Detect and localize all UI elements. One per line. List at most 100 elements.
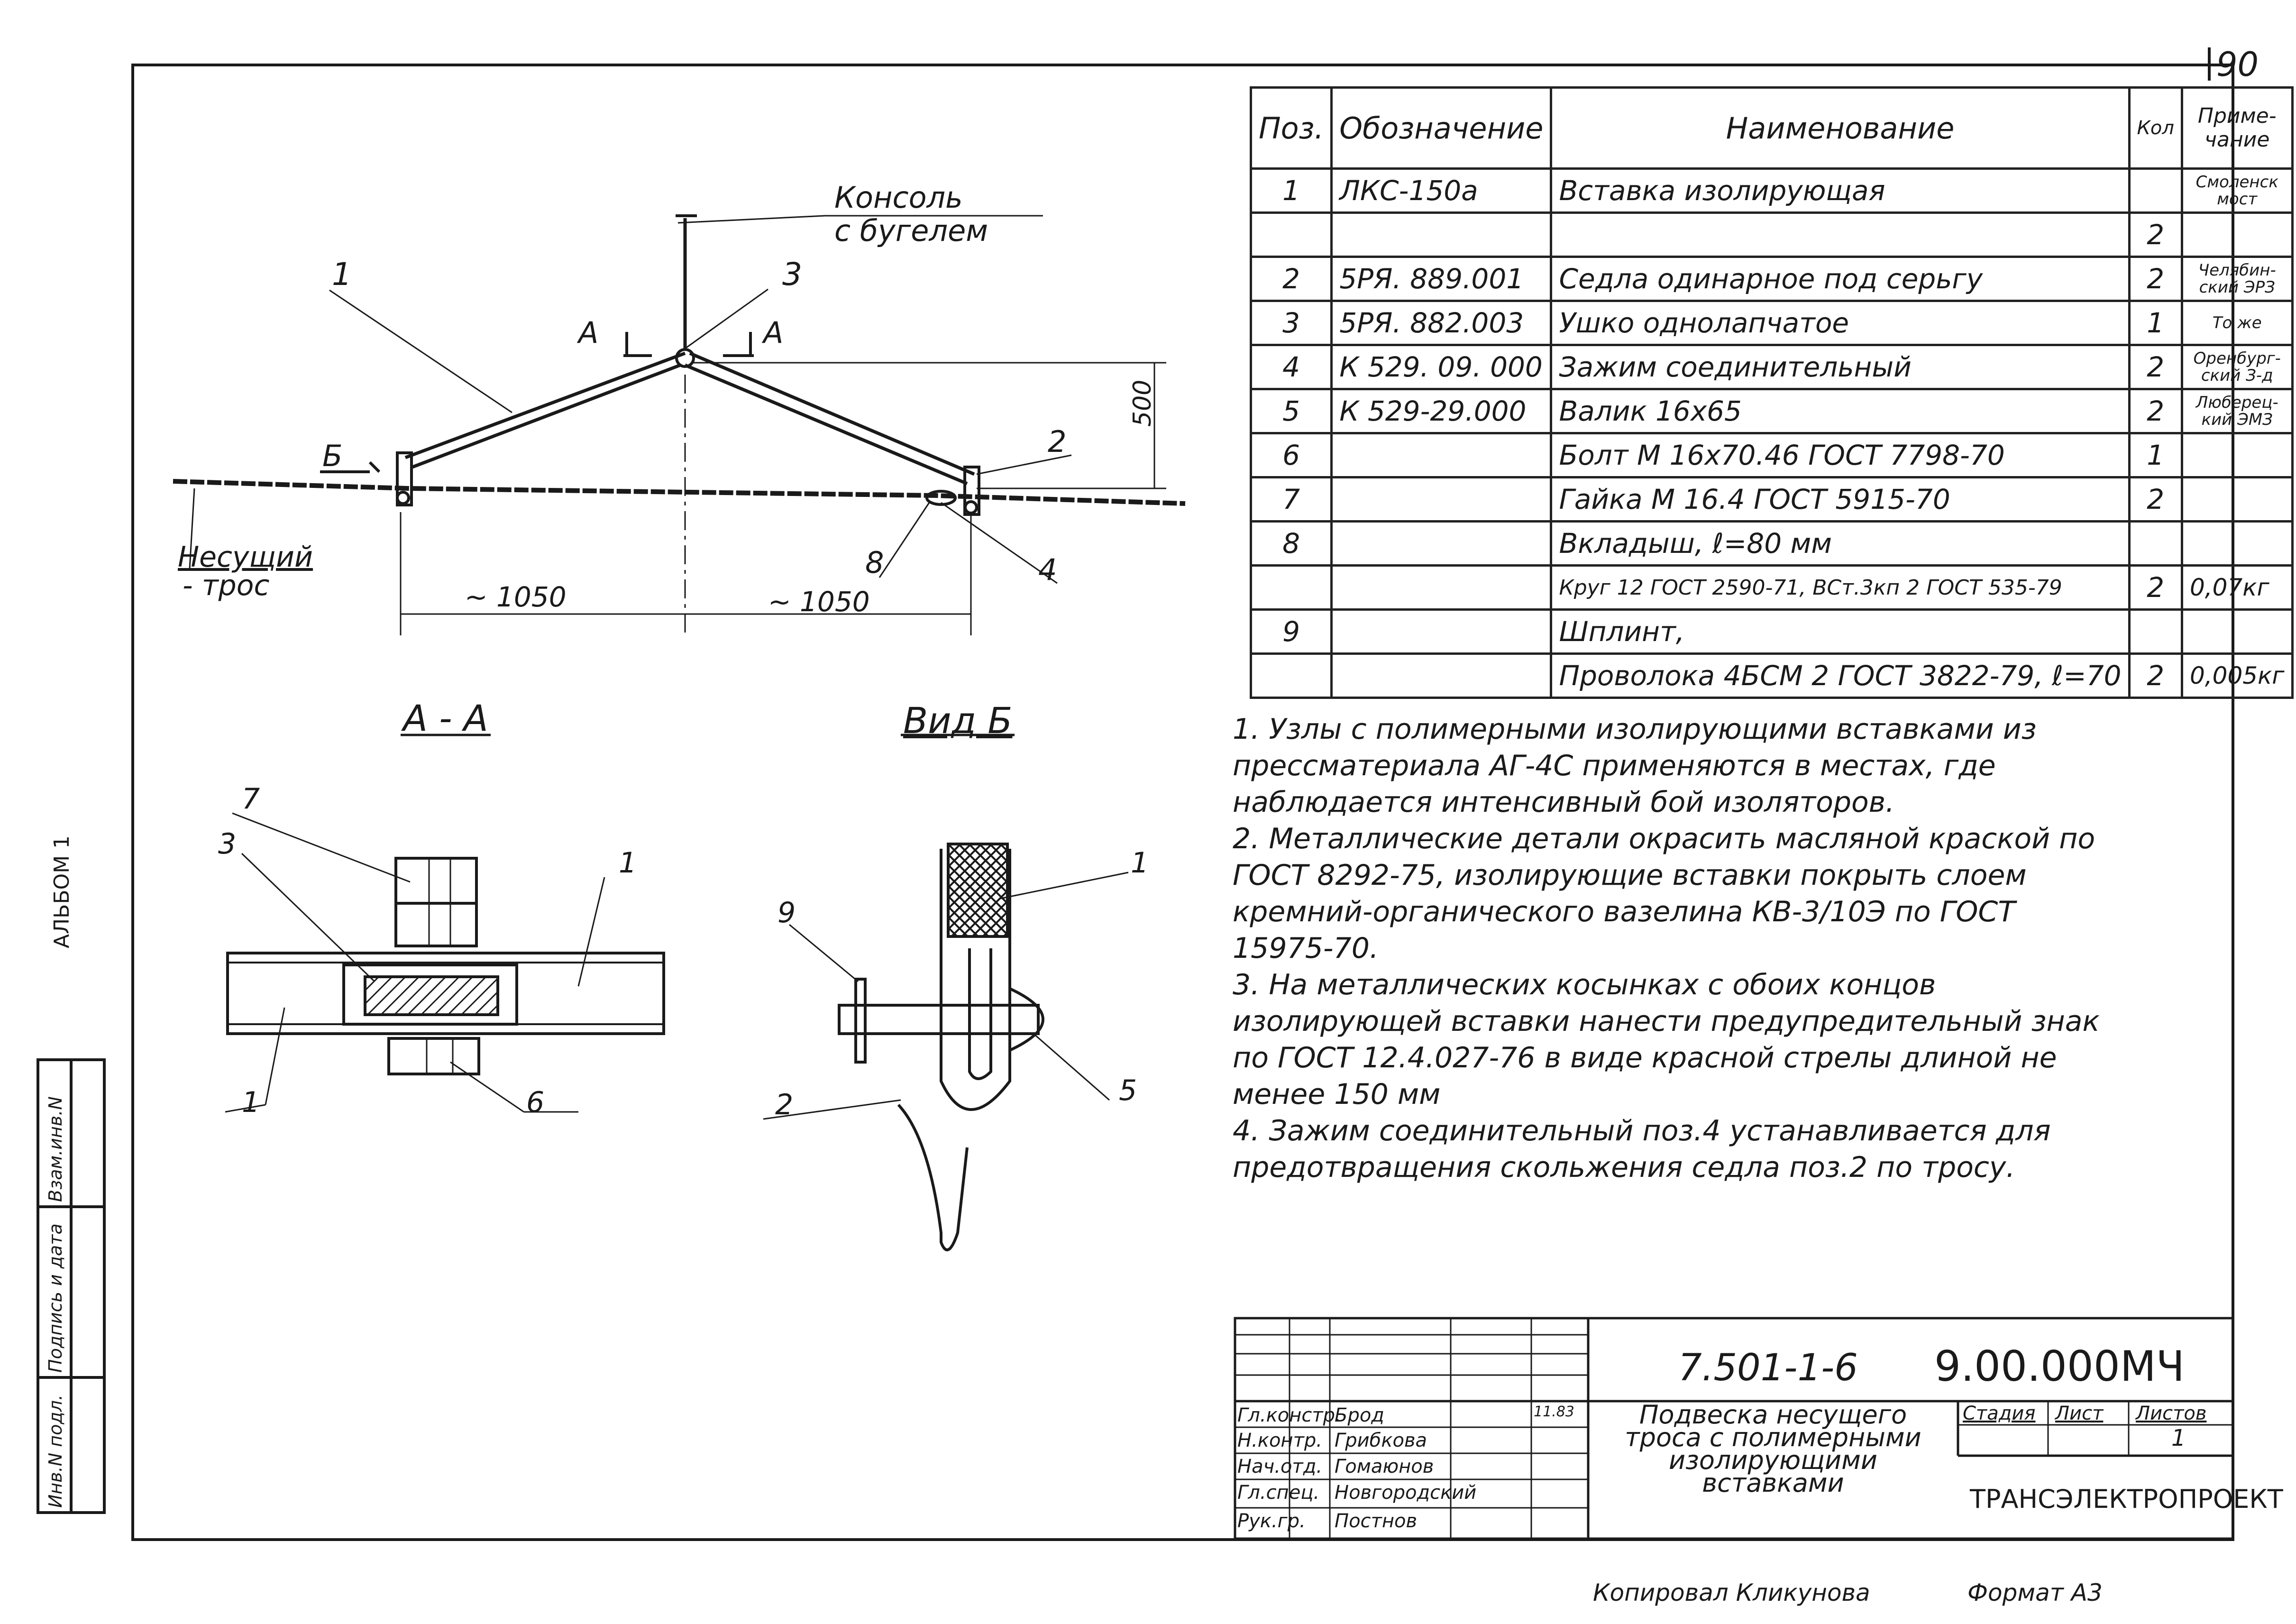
spec-cell-qty: 2 (2128, 211, 2183, 258)
sign-date: 11.83 (1534, 1404, 1574, 1420)
spec-row: 2 (1249, 211, 2294, 258)
sheets-value: 1 (2171, 1425, 2186, 1451)
note-4: 4. Зажим соединительный поз.4 устанавлив… (1233, 1114, 2051, 1184)
spec-cell-note (2180, 476, 2294, 523)
spec-cell-code (1330, 608, 1553, 655)
spec-row: 8 Вкладыш, ℓ=80 мм (1249, 520, 2294, 567)
spec-header-name: Наименование (1550, 86, 2131, 170)
main-pos-3: 3 (782, 256, 802, 293)
main-pos-4: 4 (1038, 552, 1057, 587)
corner-sheet-number: 90 (2216, 45, 2259, 84)
spec-header-code: Обозначение (1330, 86, 1553, 170)
spec-cell-qty: 2 (2128, 564, 2183, 611)
note-2: 2. Металлические детали окрасить масляно… (1233, 822, 2095, 965)
spec-cell-name: Зажим соединительный (1550, 344, 2131, 390)
spec-cell-pos: 4 (1249, 344, 1333, 390)
aa-pos-1b: 1 (242, 1086, 260, 1119)
specification-table: Поз. Обозначение Наименование Кол Приме-… (1249, 86, 2294, 699)
sheet-label: Лист (2055, 1403, 2104, 1424)
view-mark-b: Б (322, 439, 343, 473)
spec-cell-name: Гайка М 16.4 ГОСТ 5915-70 (1550, 476, 2131, 523)
spec-cell-pos: 3 (1249, 300, 1333, 346)
spec-cell-code (1330, 476, 1553, 523)
spec-cell-name: Вкладыш, ℓ=80 мм (1550, 520, 2131, 567)
spec-cell-qty: 1 (2128, 300, 2183, 346)
dim-right: ~ 1050 (768, 586, 870, 618)
role-name: Брод (1335, 1404, 1384, 1426)
carrier-label-2: - трос (183, 569, 270, 602)
spec-cell-pos (1249, 652, 1333, 699)
role-label: Нач.отд. (1237, 1456, 1323, 1477)
spec-cell-note: Оренбург-ский З-д (2180, 344, 2294, 390)
spec-cell-qty: 2 (2128, 388, 2183, 434)
spec-cell-pos: 6 (1249, 432, 1333, 478)
spec-cell-note: 0,07кг (2180, 564, 2294, 611)
view-b-view (763, 734, 1129, 1251)
spec-cell-note (2180, 520, 2294, 567)
note-1: 1. Узлы с полимерными изолирующими встав… (1233, 713, 2037, 819)
side-stamp-replace: Взам.инв.N (45, 1096, 66, 1202)
spec-cell-qty (2128, 520, 2183, 567)
spec-cell-pos (1249, 564, 1333, 611)
spec-cell-name: Болт М 16х70.46 ГОСТ 7798-70 (1550, 432, 2131, 478)
spec-cell-note (2180, 608, 2294, 655)
role-label: Гл.констр. (1237, 1404, 1341, 1426)
role-name: Новгородский (1335, 1482, 1477, 1504)
view-b-title: Вид Б (903, 699, 1013, 742)
section-mark-right: А (763, 315, 784, 350)
aa-pos-1a: 1 (619, 846, 637, 880)
spec-cell-name (1550, 211, 2131, 258)
dim-left: ~ 1050 (465, 581, 567, 613)
main-suspension-view (173, 214, 1186, 635)
dim-height: 500 (1128, 379, 1157, 427)
spec-cell-qty: 2 (2128, 476, 2183, 523)
note-3: 3. На металлических косынках с обоих кон… (1233, 968, 2100, 1111)
spec-cell-code: ЛКС-150а (1330, 167, 1553, 214)
footer-format: Формат А3 (1967, 1579, 2103, 1606)
spec-header-row: Поз. Обозначение Наименование Кол Приме-… (1249, 86, 2294, 170)
spec-cell-name: Проволока 4БСМ 2 ГОСТ 3822-79, ℓ=70 (1550, 652, 2131, 699)
spec-cell-name: Круг 12 ГОСТ 2590-71, ВСт.3кп 2 ГОСТ 535… (1550, 564, 2131, 611)
spec-cell-code (1330, 520, 1553, 567)
vb-pos-1: 1 (1131, 846, 1149, 880)
footer-copied: Копировал Кликунова (1593, 1579, 1870, 1606)
spec-row: Круг 12 ГОСТ 2590-71, ВСт.3кп 2 ГОСТ 535… (1249, 564, 2294, 611)
spec-cell-name: Вставка изолирующая (1550, 167, 2131, 214)
role-label: Гл.спец. (1237, 1482, 1320, 1504)
spec-cell-qty: 1 (2128, 432, 2183, 478)
spec-cell-code (1330, 432, 1553, 478)
sheet-frame (131, 64, 2234, 1541)
spec-cell-note: То же (2180, 300, 2294, 346)
spec-cell-note (2180, 432, 2294, 478)
spec-cell-name: Ушко однолапчатое (1550, 300, 2131, 346)
spec-cell-pos: 8 (1249, 520, 1333, 567)
notes-block: 1. Узлы с полимерными изолирующими встав… (1233, 711, 2124, 1186)
role-label: Н.контр. (1237, 1430, 1322, 1451)
spec-cell-pos: 5 (1249, 388, 1333, 434)
company-name: ТРАНСЭЛЕКТРОПРОЕКТ (1970, 1484, 2283, 1514)
side-stamp-inv: Инв.N подл. (45, 1395, 66, 1508)
spec-cell-code: 5РЯ. 882.003 (1330, 300, 1553, 346)
spec-cell-code: 5РЯ. 889.001 (1330, 256, 1553, 302)
console-label-2: с бугелем (834, 213, 988, 248)
main-pos-1: 1 (332, 256, 352, 293)
spec-header-pos: Поз. (1249, 86, 1333, 170)
spec-cell-name: Седла одинарное под серьгу (1550, 256, 2131, 302)
spec-cell-code (1330, 564, 1553, 611)
spec-cell-code: К 529. 09. 000 (1330, 344, 1553, 390)
role-name: Грибкова (1335, 1430, 1427, 1451)
spec-cell-note: 0,005кг (2180, 652, 2294, 699)
title-block-grid (1234, 1317, 2234, 1540)
carrier-label-1: Несущий (178, 541, 313, 574)
section-aa-view (225, 734, 665, 1113)
stage-label: Стадия (1963, 1403, 2036, 1424)
spec-cell-pos: 9 (1249, 608, 1333, 655)
